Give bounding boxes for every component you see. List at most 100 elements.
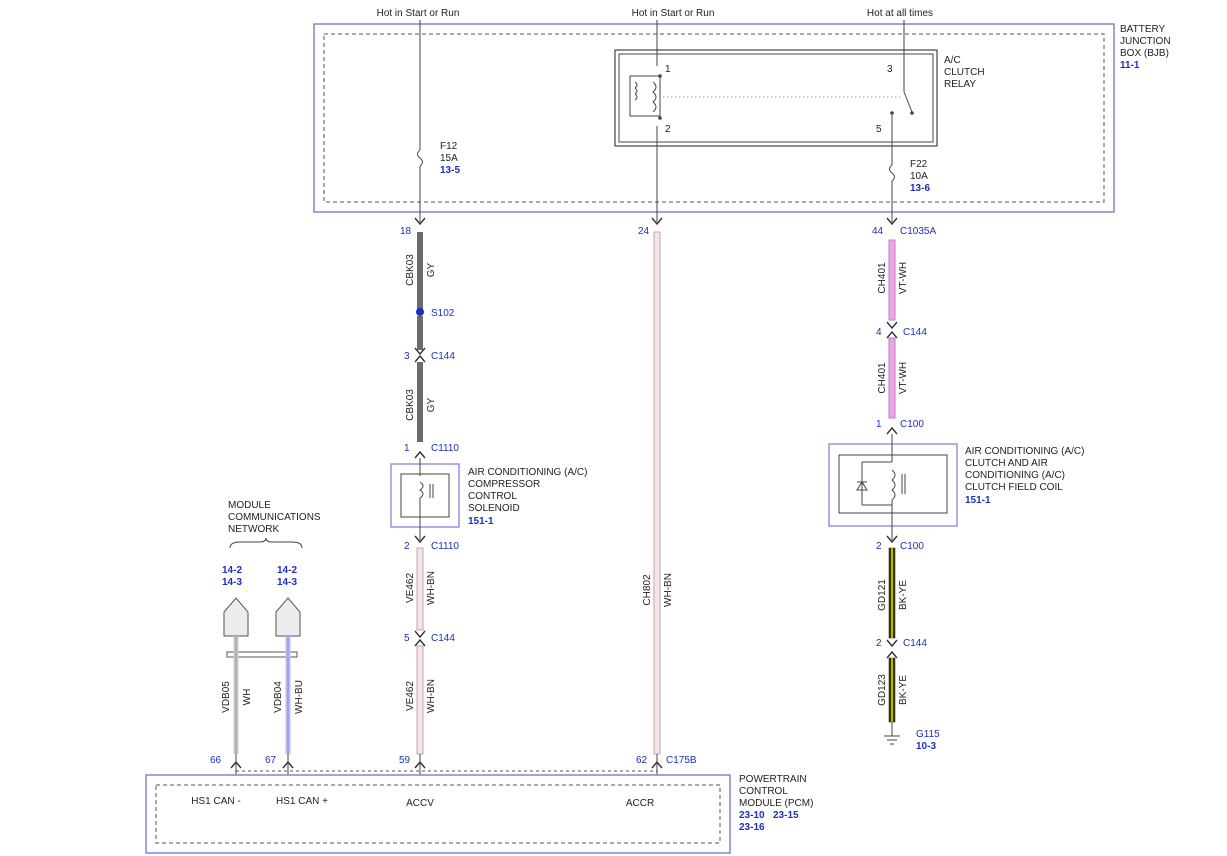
bjb-title-3: BOX (BJB) xyxy=(1120,48,1169,59)
network-label-2: COMMUNICATIONS xyxy=(228,512,321,523)
pcm-pin-hs1-can-plus: HS1 CAN + xyxy=(276,796,328,807)
relay-pin-3: 3 xyxy=(887,64,893,75)
wire-ve462-lower-color: WH-BN xyxy=(426,679,437,713)
pin-2-clutch: 2 xyxy=(876,541,882,552)
solenoid-label-1: AIR CONDITIONING (A/C) xyxy=(468,467,587,478)
network-connector-left-icon xyxy=(223,597,249,637)
solenoid-label-3: CONTROL xyxy=(468,491,517,502)
pin-3: 3 xyxy=(404,351,410,362)
wire-cbk03-upper-circuit: CBK03 xyxy=(405,254,416,286)
pin-1-solenoid: 1 xyxy=(404,443,410,454)
wire-ve462-upper xyxy=(416,547,424,631)
fuse-f12-icon xyxy=(417,149,423,167)
solenoid-coil-icon xyxy=(419,481,424,499)
network-label-3: NETWORK xyxy=(228,524,279,535)
clutch-label-3: CONDITIONING (A/C) xyxy=(965,470,1065,481)
wire-vdb04-circuit: VDB04 xyxy=(273,681,284,713)
wire-ch401-upper-color: VT-WH xyxy=(898,262,909,294)
wire-cbk03-upper xyxy=(417,232,423,310)
wire-cbk03-lower-color: GY xyxy=(426,397,437,412)
ground-icon xyxy=(884,722,900,745)
connector-c144-c: C144 xyxy=(431,633,455,644)
relay-pin-5: 5 xyxy=(876,124,882,135)
wire-cbk03-lower-circuit: CBK03 xyxy=(405,389,416,421)
bjb-title-2: JUNCTION xyxy=(1120,36,1171,47)
clutch-ref: 151-1 xyxy=(965,495,991,506)
fuse-f22-ref: 13-6 xyxy=(910,183,930,194)
connector-c100-a: C100 xyxy=(900,419,924,430)
wire-ve462-upper-circuit: VE462 xyxy=(405,573,416,603)
battery-junction-box xyxy=(313,23,1115,213)
network-right-ref-2: 14-3 xyxy=(277,577,297,588)
ground-g115-ref: 10-3 xyxy=(916,741,936,752)
pcm-title-1: POWERTRAIN xyxy=(739,774,807,785)
relay-label-2: CLUTCH xyxy=(944,67,985,78)
connector-c175b: C175B xyxy=(666,755,697,766)
wire-gd121-circuit: GD121 xyxy=(877,579,888,611)
connector-c144-b: C144 xyxy=(903,327,927,338)
pcm-title-3: MODULE (PCM) xyxy=(739,798,813,809)
splice-s102-icon xyxy=(416,308,424,316)
clutch-label-2: CLUTCH AND AIR xyxy=(965,458,1048,469)
wire-ch401-upper-circuit: CH401 xyxy=(877,262,888,294)
network-right-ref-1: 14-2 xyxy=(277,565,297,576)
pcm-title-2: CONTROL xyxy=(739,786,788,797)
relay-label-1: A/C xyxy=(944,55,961,66)
pcm-ref-2: 23-15 xyxy=(773,810,799,821)
wire-ch401-lower-color: VT-WH xyxy=(898,362,909,394)
splice-s102: S102 xyxy=(431,308,455,319)
connector-chevron-24 xyxy=(651,217,663,226)
relay-pin-1: 1 xyxy=(665,64,671,75)
pin-62: 62 xyxy=(636,755,648,766)
twisted-pair-icon xyxy=(226,651,298,658)
solenoid-label-4: SOLENOID xyxy=(468,503,520,514)
pin-18: 18 xyxy=(400,226,412,237)
network-brace xyxy=(229,537,303,549)
wire-ve462-lower xyxy=(416,645,424,755)
connector-c1110-b: C1110 xyxy=(431,541,459,552)
fuse-f12-rating: 15A xyxy=(440,153,458,164)
pin-24: 24 xyxy=(638,226,650,237)
pin-2-ground: 2 xyxy=(876,638,882,649)
wire-gd123-circuit: GD123 xyxy=(877,674,888,706)
ground-g115: G115 xyxy=(916,729,940,740)
pin-66: 66 xyxy=(210,755,222,766)
fuse-f22-rating: 10A xyxy=(910,171,928,182)
bjb-ref: 11-1 xyxy=(1120,60,1140,71)
connector-chevron-18 xyxy=(414,217,426,226)
relay-label-3: RELAY xyxy=(944,79,976,90)
supply-label-left: Hot in Start or Run xyxy=(377,8,460,19)
network-left-ref-2: 14-3 xyxy=(222,577,242,588)
wire-ch802 xyxy=(653,231,661,755)
wire-ch401-lower xyxy=(888,337,896,419)
connector-c144-a: C144 xyxy=(431,351,455,362)
fuse-f12-name: F12 xyxy=(440,141,458,152)
solenoid-ref: 151-1 xyxy=(468,516,494,527)
connector-c100-b: C100 xyxy=(900,541,924,552)
pin-44: 44 xyxy=(872,226,884,237)
fuse-f22-name: F22 xyxy=(910,159,928,170)
relay-pin-2: 2 xyxy=(665,124,671,135)
bjb-title-1: BATTERY xyxy=(1120,24,1166,35)
network-label-1: MODULE xyxy=(228,500,271,511)
pin-59: 59 xyxy=(399,755,411,766)
supply-label-right: Hot at all times xyxy=(867,8,933,19)
wire-vdb05-color: WH xyxy=(242,689,253,706)
compressor-control-solenoid xyxy=(390,458,460,540)
connector-c1035a: C1035A xyxy=(900,226,936,237)
pcm-ref-1: 23-10 xyxy=(739,810,765,821)
pin-5: 5 xyxy=(404,633,410,644)
ac-clutch-field-coil xyxy=(828,434,958,540)
pcm-ref-3: 23-16 xyxy=(739,822,765,833)
pin-1-clutch: 1 xyxy=(876,419,882,430)
connector-c144-d: C144 xyxy=(903,638,927,649)
wire-ve462-lower-circuit: VE462 xyxy=(405,681,416,711)
ac-clutch-relay xyxy=(614,49,938,147)
clutch-label-4: CLUTCH FIELD COIL xyxy=(965,482,1063,493)
pcm-pin-hs1-can-minus: HS1 CAN - xyxy=(191,796,240,807)
network-connector-right-icon xyxy=(275,597,301,637)
wire-cbk03-lower xyxy=(417,362,423,442)
wire-ch401-upper xyxy=(888,239,896,321)
pin-67: 67 xyxy=(265,755,277,766)
